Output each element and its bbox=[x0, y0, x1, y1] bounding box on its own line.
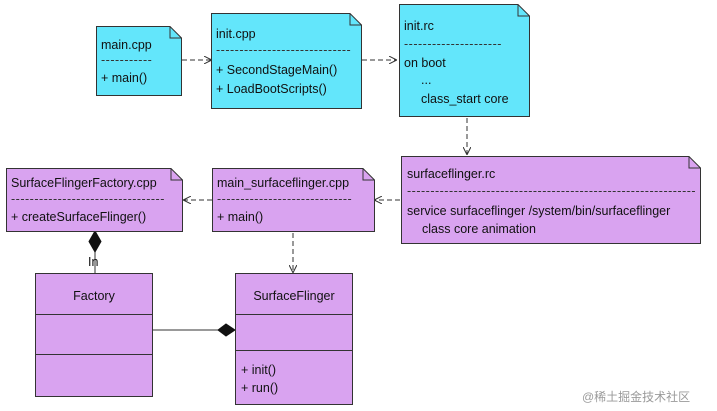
note-shape bbox=[96, 26, 182, 96]
class-divider bbox=[36, 354, 152, 355]
note-title: init.cpp bbox=[216, 27, 256, 41]
note-init-rc: init.rc --------------------- on boot ..… bbox=[399, 4, 530, 117]
note-shape bbox=[6, 168, 183, 232]
note-divider: --------------------- bbox=[404, 37, 502, 51]
note-divider: ----------------------------- bbox=[217, 192, 353, 206]
class-title: SurfaceFlinger bbox=[253, 289, 335, 303]
note-divider: ----------- bbox=[101, 53, 153, 67]
note-op: + SecondStageMain() bbox=[216, 63, 338, 77]
note-title: main_surfaceflinger.cpp bbox=[217, 176, 350, 190]
note-surfaceflinger-factory-cpp: SurfaceFlingerFactory.cpp --------------… bbox=[6, 168, 183, 232]
note-shape bbox=[212, 168, 375, 232]
note-op: + main() bbox=[101, 71, 148, 85]
class-op: + init() bbox=[241, 363, 277, 377]
note-line: class_start core bbox=[421, 92, 509, 106]
composition-diamond-factory bbox=[88, 229, 102, 254]
class-op: + run() bbox=[241, 381, 279, 395]
note-shape bbox=[401, 156, 701, 244]
class-surfaceflinger: SurfaceFlinger + init() + run() bbox=[235, 273, 353, 405]
note-title: SurfaceFlingerFactory.cpp bbox=[11, 176, 157, 190]
note-line: service surfaceflinger /system/bin/surfa… bbox=[407, 204, 671, 218]
note-divider: ----------------------------------------… bbox=[407, 184, 695, 198]
class-title: Factory bbox=[73, 289, 115, 303]
class-divider bbox=[236, 314, 352, 315]
note-op: + createSurfaceFlinger() bbox=[11, 210, 147, 224]
note-divider: ----------------------------- bbox=[216, 43, 352, 57]
class-factory: Factory bbox=[35, 273, 153, 397]
watermark: @稀土掘金技术社区 bbox=[582, 390, 691, 404]
note-title: init.rc bbox=[404, 19, 434, 33]
class-divider bbox=[236, 350, 352, 351]
note-line: on boot bbox=[404, 56, 446, 70]
note-surfaceflinger-rc: surfaceflinger.rc ----------------------… bbox=[401, 156, 701, 244]
note-divider: --------------------------------- bbox=[11, 192, 165, 206]
class-divider bbox=[36, 314, 152, 315]
composition-diamond-surfaceflinger bbox=[217, 323, 236, 337]
note-main-surfaceflinger-cpp: main_surfaceflinger.cpp ----------------… bbox=[212, 168, 375, 232]
note-line: class core animation bbox=[422, 222, 536, 236]
note-shape bbox=[399, 4, 530, 117]
note-title: main.cpp bbox=[101, 38, 152, 52]
composition-label: In bbox=[88, 255, 99, 269]
note-main-cpp: main.cpp ----------- + main() bbox=[96, 26, 182, 96]
note-init-cpp: init.cpp ----------------------------- +… bbox=[211, 13, 362, 109]
note-line: ... bbox=[421, 73, 432, 87]
note-shape bbox=[211, 13, 362, 109]
note-op: + LoadBootScripts() bbox=[216, 82, 327, 96]
note-op: + main() bbox=[217, 210, 264, 224]
note-title: surfaceflinger.rc bbox=[407, 167, 496, 181]
